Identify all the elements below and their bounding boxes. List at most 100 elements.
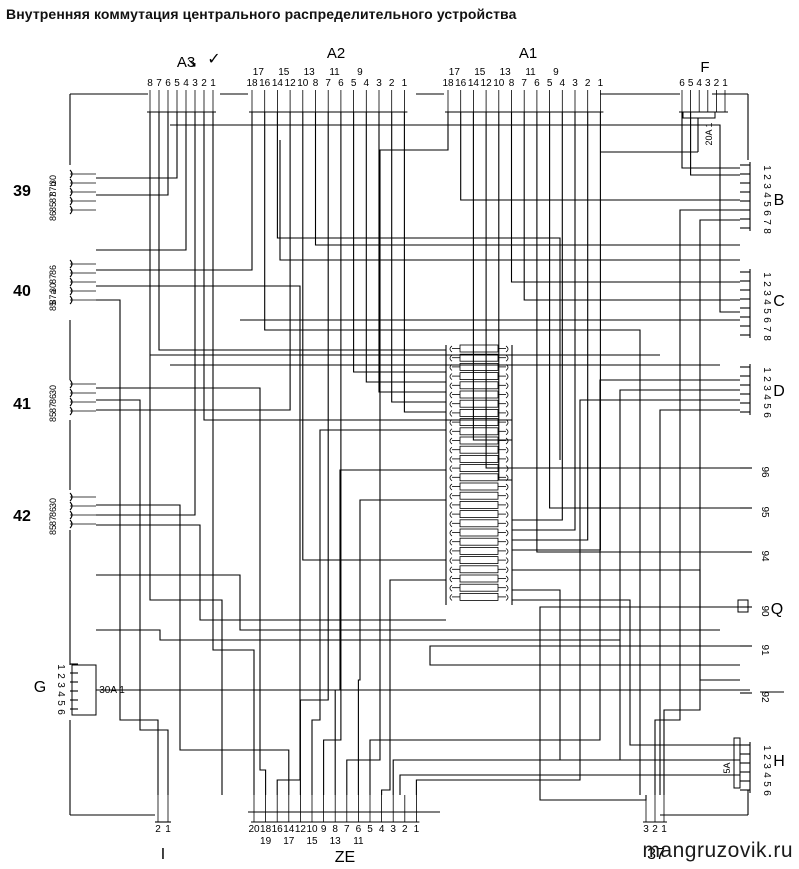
- pin-label: 18: [246, 78, 258, 89]
- pin-label: 6: [55, 709, 66, 715]
- relay-terminal: 30: [48, 385, 58, 395]
- pin-label: 5: [351, 78, 357, 89]
- pin-label: 6: [534, 78, 540, 89]
- relay-terminal: 30: [48, 175, 58, 185]
- pin-label: 4: [364, 78, 370, 89]
- pin-label: 11: [525, 67, 536, 78]
- pin-label: 8: [761, 228, 772, 234]
- relay-label: 42: [13, 508, 31, 525]
- pin-label: 1: [210, 78, 216, 89]
- relay-terminal: 85: [48, 301, 58, 311]
- pin-label: 2: [761, 174, 772, 180]
- terminal-label: 90: [759, 605, 770, 617]
- pin-label: 6: [679, 78, 685, 89]
- pin-label: 5: [761, 201, 772, 207]
- pin-label: 18: [260, 824, 272, 835]
- connector-label: A1: [519, 45, 537, 62]
- pin-label: 1: [165, 824, 171, 835]
- pin-label: 17: [283, 836, 295, 847]
- pin-label: 2: [761, 376, 772, 382]
- pin-label: 4: [55, 691, 66, 697]
- relay-terminal: 86: [48, 211, 58, 221]
- pin-label: 16: [272, 824, 284, 835]
- pin-label: 1: [722, 78, 728, 89]
- pin-label: 15: [306, 836, 318, 847]
- pin-label: 10: [297, 78, 309, 89]
- connector-label: Q: [771, 601, 783, 618]
- pin-label: 18: [442, 78, 454, 89]
- pin-label: 2: [652, 824, 658, 835]
- pin-label: 3: [572, 78, 578, 89]
- pin-label: 5: [174, 78, 180, 89]
- pin-label: 4: [183, 78, 189, 89]
- pin-label: 8: [313, 78, 319, 89]
- pin-label: 7: [521, 78, 527, 89]
- pin-label: 5: [367, 824, 373, 835]
- pin-label: 4: [379, 824, 385, 835]
- terminal-label: 96: [759, 466, 770, 478]
- pin-label: 5: [761, 308, 772, 314]
- pin-label: 3: [55, 682, 66, 688]
- pin-label: 12: [295, 824, 307, 835]
- pin-label: 3: [761, 763, 772, 769]
- pin-label: 12: [285, 78, 297, 89]
- pin-label: 6: [338, 78, 344, 89]
- pin-label: 7: [344, 824, 350, 835]
- pin-label: 5: [547, 78, 553, 89]
- pin-label: 1: [402, 78, 408, 89]
- pin-label: 6: [165, 78, 171, 89]
- pin-label: 3: [390, 824, 396, 835]
- relay-terminal: 86: [48, 394, 58, 404]
- relay-terminal: 85: [48, 202, 58, 212]
- relay-terminal: 86: [48, 507, 58, 517]
- pin-label: 7: [156, 78, 162, 89]
- pin-label: 17: [253, 67, 265, 78]
- relay-terminal: 87: [48, 516, 58, 526]
- pin-label: 3: [705, 78, 711, 89]
- wire-bundle: [96, 112, 740, 801]
- pin-label: 6: [356, 824, 362, 835]
- pin-label: 1: [761, 367, 772, 373]
- pin-label: 13: [330, 836, 342, 847]
- relay-terminal: 87a: [48, 289, 58, 304]
- arrow-icon: ↘: [187, 56, 197, 70]
- pin-label: 2: [402, 824, 408, 835]
- pin-label: 1: [598, 78, 604, 89]
- connector-label: H: [773, 753, 785, 770]
- relay-terminal: 87b: [48, 181, 58, 196]
- pin-label: 5: [688, 78, 694, 89]
- pin-label: 3: [761, 290, 772, 296]
- pin-label: 4: [761, 394, 772, 400]
- pin-label: 11: [329, 67, 340, 78]
- pin-label: 11: [353, 836, 364, 847]
- terminal-label: 95: [759, 506, 770, 518]
- connector-label: C: [773, 293, 785, 310]
- pin-label: 3: [376, 78, 382, 89]
- relay-terminal: 87: [48, 403, 58, 413]
- pin-label: 17: [449, 67, 461, 78]
- connector-label: ZE: [335, 849, 355, 866]
- pin-label: 9: [553, 67, 559, 78]
- terminal-label: 92: [759, 691, 770, 703]
- pin-label: 2: [389, 78, 395, 89]
- pin-label: 12: [481, 78, 493, 89]
- pin-label: 1: [55, 664, 66, 670]
- pin-label: 2: [761, 754, 772, 760]
- pin-label: 15: [278, 67, 290, 78]
- pin-label: 10: [493, 78, 505, 89]
- pin-label: 2: [585, 78, 591, 89]
- pin-label: 8: [509, 78, 515, 89]
- pin-label: 7: [325, 78, 331, 89]
- relay-terminal: 85: [48, 412, 58, 422]
- pin-label: 15: [474, 67, 486, 78]
- pin-label: 8: [147, 78, 153, 89]
- pin-label: 4: [761, 192, 772, 198]
- connector-label: I: [161, 846, 165, 863]
- relay-terminal: 87: [48, 274, 58, 284]
- pin-label: 16: [259, 78, 271, 89]
- terminal-label: 91: [759, 644, 770, 656]
- page-title: Внутренняя коммутация центрального распр…: [6, 6, 517, 22]
